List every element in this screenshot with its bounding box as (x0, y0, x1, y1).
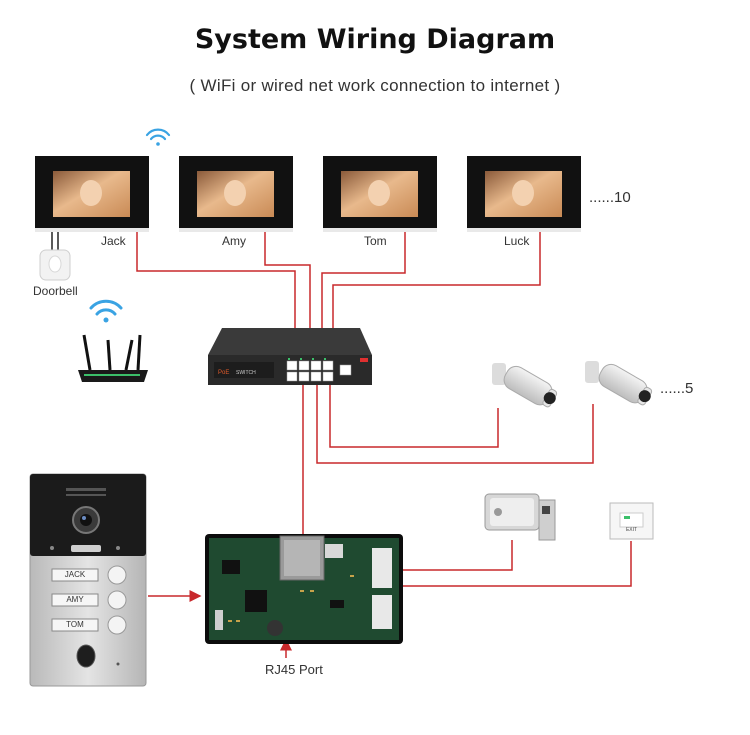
monitor-label-jack: Jack (101, 234, 126, 248)
station-button-amy-label: AMY (66, 595, 84, 604)
main-board (205, 534, 403, 644)
wire-board-to-exit (382, 541, 632, 587)
wire-monitor-jack (136, 232, 296, 360)
monitors-more-label: ......10 (589, 189, 631, 206)
poe-switch: PoE SWITCH (208, 328, 372, 385)
wires (136, 232, 632, 658)
cameras-more-label: ......5 (660, 380, 694, 397)
electric-lock (484, 493, 556, 541)
monitor-label-amy: Amy (222, 234, 246, 248)
monitor-jack (35, 156, 149, 232)
station-name-plates (51, 568, 99, 632)
monitor-tom (323, 156, 437, 232)
outdoor-station (29, 473, 147, 687)
monitor-amy (179, 156, 293, 232)
diagram-subtitle: ( WiFi or wired net work connection to i… (189, 76, 561, 95)
exit-button-label: EXIT (625, 527, 638, 533)
diagram-title: System Wiring Diagram (194, 24, 556, 55)
doorbell-label: Doorbell (33, 284, 78, 298)
camera-1 (492, 363, 558, 408)
wire-camera-2 (316, 384, 594, 464)
wire-camera-1 (329, 384, 499, 448)
camera-2 (585, 361, 653, 406)
station-call-buttons (107, 565, 127, 635)
wire-board-to-lock (382, 540, 513, 571)
exit-button (609, 502, 654, 540)
svg-text:PoE: PoE (218, 370, 229, 376)
router-wifi-icon (89, 299, 123, 323)
switch-brand-label: SWITCH (236, 370, 256, 376)
doorbell (39, 232, 71, 281)
fingerprint-icon (76, 644, 96, 668)
wifi-icon (145, 128, 171, 146)
monitor-luck (467, 156, 581, 232)
switch-ports (286, 360, 352, 382)
wire-monitor-amy (264, 232, 311, 360)
station-button-jack-label: JACK (64, 570, 86, 579)
monitor-label-tom: Tom (364, 234, 387, 248)
station-button-tom-label: TOM (66, 620, 84, 629)
rj45-port-label: RJ45 Port (265, 662, 323, 677)
wire-monitor-luck (332, 232, 541, 360)
wire-monitor-tom (321, 232, 406, 360)
router (78, 299, 148, 382)
monitor-label-luck: Luck (504, 234, 530, 248)
